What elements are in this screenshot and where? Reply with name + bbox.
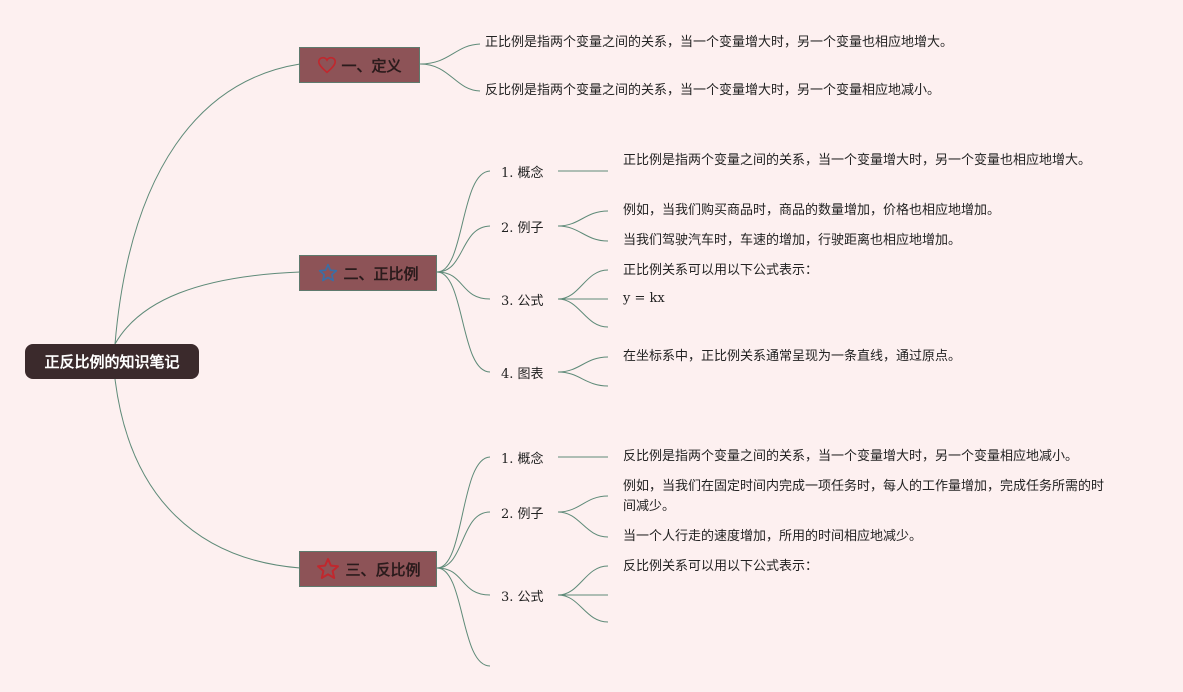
sub-chart[interactable]: 4. 图表 xyxy=(501,367,544,382)
star-icon xyxy=(315,557,341,581)
inverse-concept-leaf: 反比例是指两个变量之间的关系，当一个变量增大时，另一个变量相应地减小。 xyxy=(623,449,1079,464)
direct-formula-leaf-1: 正比例关系可以用以下公式表示： xyxy=(623,263,819,278)
root-title: 正反比例的知识笔记 xyxy=(44,353,180,371)
direct-example-leaf-1: 例如，当我们购买商品时，商品的数量增加，价格也相应地增加。 xyxy=(623,203,1001,218)
branch-inverse-proportion[interactable]: 三、反比例 xyxy=(299,551,437,587)
branch-definition[interactable]: 一、定义 xyxy=(299,47,420,83)
direct-formula-leaf-2: y = kx xyxy=(623,291,665,306)
inverse-example-leaf-1: 例如，当我们在固定时间内完成一项任务时，每人的工作量增加，完成任务所需的时间减少… xyxy=(623,479,1105,514)
definition-leaf-direct: 正比例是指两个变量之间的关系，当一个变量增大时，另一个变量也相应地增大。 xyxy=(485,35,954,50)
branch-direct-proportion[interactable]: 二、正比例 xyxy=(299,255,437,291)
inverse-example-leaf-2: 当一个人行走的速度增加，所用的时间相应地减少。 xyxy=(623,529,923,544)
root-topic[interactable]: 正反比例的知识笔记 xyxy=(25,344,199,379)
inverse-formula-leaf-1: 反比例关系可以用以下公式表示： xyxy=(623,559,819,574)
star-icon xyxy=(317,263,339,283)
branch-label: 三、反比例 xyxy=(345,560,421,579)
sub-example[interactable]: 2. 例子 xyxy=(501,507,544,522)
direct-example-leaf-2: 当我们驾驶汽车时，车速的增加，行驶距离也相应地增加。 xyxy=(623,233,962,248)
sub-formula[interactable]: 3. 公式 xyxy=(501,294,544,309)
sub-formula[interactable]: 3. 公式 xyxy=(501,590,544,605)
branch-label: 二、正比例 xyxy=(343,264,419,283)
sub-example[interactable]: 2. 例子 xyxy=(501,221,544,236)
definition-leaf-inverse: 反比例是指两个变量之间的关系，当一个变量增大时，另一个变量相应地减小。 xyxy=(485,83,941,98)
direct-concept-leaf: 正比例是指两个变量之间的关系，当一个变量增大时，另一个变量也相应地增大。 xyxy=(623,153,1092,168)
branch-label: 一、定义 xyxy=(341,56,402,75)
sub-concept[interactable]: 1. 概念 xyxy=(501,452,544,467)
sub-concept[interactable]: 1. 概念 xyxy=(501,166,544,181)
direct-chart-leaf: 在坐标系中，正比例关系通常呈现为一条直线，通过原点。 xyxy=(623,349,962,364)
heart-icon xyxy=(317,56,337,74)
